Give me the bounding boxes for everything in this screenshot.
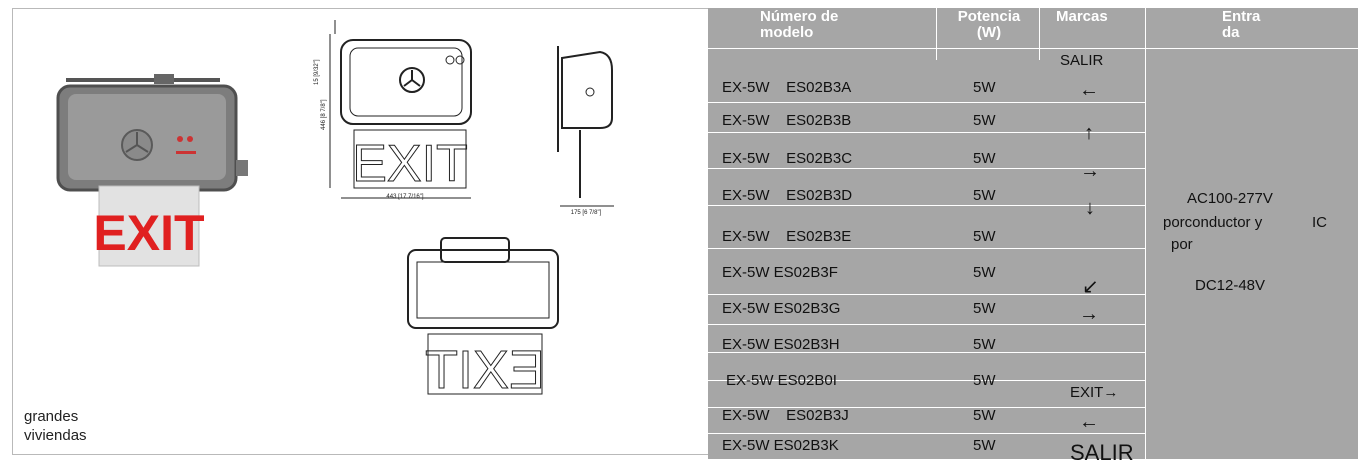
- header-power: Potencia (W): [954, 9, 1024, 41]
- product-illustration-area: EXIT EXIT 443 [17 7/16"] 446 [8 7/8"] 15…: [24, 20, 614, 445]
- mark-exit-right: EXIT→: [1070, 384, 1119, 401]
- row-model: EX-5W ES02B3H: [722, 336, 840, 353]
- row-divider: [708, 324, 1145, 325]
- row-divider: [708, 132, 1145, 133]
- header-model: Número de modelo: [760, 9, 838, 41]
- header-divider: [936, 8, 937, 60]
- header-model-line-2: modelo: [760, 24, 814, 41]
- product-drawings: EXIT EXIT 443 [17 7/16"] 446 [8 7/8"] 15…: [56, 20, 614, 401]
- caption-line-1: grandes: [24, 408, 79, 425]
- header-divider: [1039, 8, 1040, 60]
- row-power: 5W: [973, 372, 996, 389]
- front-drawing: EXIT: [329, 20, 472, 199]
- arrow-right-icon: →: [1080, 160, 1100, 182]
- row-divider: [708, 102, 1145, 103]
- dim-height-label: 446 [8 7/8"]: [321, 99, 327, 130]
- row-divider: [708, 380, 1145, 381]
- header-model-line-1: Número de: [760, 8, 839, 25]
- dim-top-label: 15 [9/32"]: [314, 59, 320, 85]
- caption-line-2: viviendas: [24, 427, 87, 444]
- bottom-drawing: EXIT: [407, 237, 559, 401]
- header-marks: Marcas: [1056, 8, 1108, 25]
- row-divider: [708, 352, 1145, 353]
- row-divider: [708, 407, 1145, 408]
- row-power: 5W: [973, 264, 996, 281]
- row-divider: [708, 205, 1145, 206]
- row-power: 5W: [973, 300, 996, 317]
- arrow-left-icon: ←: [1079, 411, 1099, 433]
- arrow-right-icon: →: [1079, 303, 1099, 325]
- input-line-2b: IC: [1312, 214, 1327, 231]
- dim-width-label: 443 [17 7/16"]: [386, 194, 423, 200]
- header-power-line-1: Potencia: [957, 8, 1021, 25]
- row-model: EX-5W ES02B3C: [722, 150, 853, 167]
- input-line-2a: porconductor y: [1163, 214, 1263, 231]
- row-divider: [708, 433, 1145, 434]
- mark-salir: SALIR: [1060, 52, 1104, 69]
- header-input-line-2: da: [1222, 24, 1240, 41]
- product-photo: EXIT: [56, 74, 248, 267]
- header-underline: [708, 48, 1358, 49]
- row-model: EX-5W ES02B3G: [722, 300, 841, 317]
- row-model: EX-5W ES02B3F: [722, 264, 838, 281]
- product-sign-text: EXIT: [93, 205, 204, 261]
- mark-salir-bottom: SALIR: [1070, 440, 1134, 465]
- row-divider: [708, 294, 1145, 295]
- row-model: EX-5W ES02B3B: [722, 112, 852, 129]
- row-model: EX-5W ES02B3J: [722, 407, 849, 424]
- row-power: 5W: [973, 437, 996, 454]
- row-model: EX-5W ES02B0I: [726, 372, 837, 389]
- row-model: EX-5W ES02B3D: [722, 187, 853, 204]
- row-divider: [708, 248, 1145, 249]
- spec-table: Número de modelo Potencia (W) Marcas Ent…: [708, 8, 1358, 465]
- front-drawing-sign: EXIT: [352, 135, 468, 193]
- row-power: 5W: [973, 79, 996, 96]
- header-power-line-2: (W): [976, 24, 1002, 41]
- row-power: 5W: [973, 150, 996, 167]
- row-model: EX-5W ES02B3A: [722, 79, 852, 96]
- arrow-up-icon: ↑: [1084, 122, 1094, 144]
- row-model: EX-5W ES02B3E: [722, 228, 852, 245]
- input-line-3: por: [1171, 236, 1193, 253]
- row-power: 5W: [973, 112, 996, 129]
- arrow-left-icon: ←: [1079, 79, 1099, 101]
- side-drawing: [557, 46, 614, 207]
- dim-side-label: 175 [6 7/8"]: [571, 210, 602, 216]
- row-power: 5W: [973, 187, 996, 204]
- caption: grandes viviendas: [24, 407, 87, 445]
- row-model: EX-5W ES02B3K: [722, 437, 839, 454]
- row-power: 5W: [973, 228, 996, 245]
- header-input: Entra da: [1222, 9, 1260, 41]
- input-line-4: DC12-48V: [1195, 277, 1266, 294]
- arrow-down-icon: ↓: [1085, 197, 1095, 219]
- header-input-line-1: Entra: [1222, 8, 1261, 25]
- row-power: 5W: [973, 336, 996, 353]
- bottom-drawing-sign: EXIT: [425, 340, 545, 400]
- arrow-down-left-icon: ↙: [1082, 276, 1099, 298]
- row-power: 5W: [973, 407, 996, 424]
- column-divider: [1145, 8, 1146, 459]
- input-line-1: AC100-277V: [1187, 190, 1273, 207]
- row-divider: [708, 168, 1145, 169]
